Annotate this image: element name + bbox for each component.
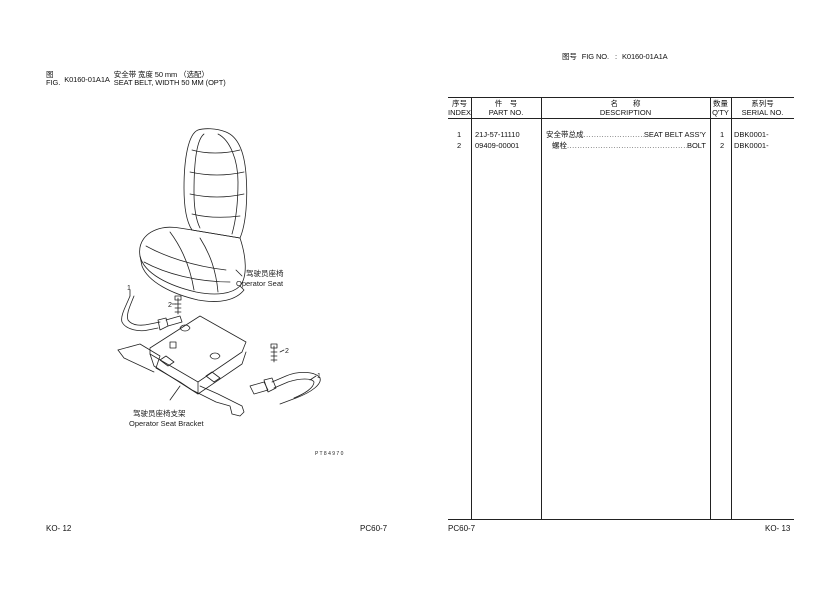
figure-title-cn: 安全带 宽度 50 mm （选配）: [113, 70, 209, 79]
row-serial-no: DBK0001-: [734, 130, 769, 139]
table-bottom-rule: [448, 519, 794, 520]
column-divider: [541, 97, 542, 520]
right-page-number: KO- 13: [765, 524, 791, 533]
figure-title-en: SEAT BELT, WIDTH 50 MM (OPT): [113, 78, 226, 87]
fig-no-code: K0160-01A1A: [621, 52, 668, 61]
operator-seat-illustration: [139, 128, 248, 302]
seat-belt-exploded-drawing: 驾驶员座椅 Operator Seat 1 2 2 1 驾驶员座椅支架 Oper…: [117, 128, 344, 457]
row-part-no: 09409-00001: [475, 141, 520, 150]
row-part-no: 21J-57-11110: [475, 130, 520, 139]
figure-header: 图 FIG. K0160-01A1A 安全带 宽度 50 mm （选配） SEA…: [46, 71, 226, 87]
drawing-code: P T 8 4 9 7 0: [315, 451, 344, 457]
fig-label-cn: 图: [46, 70, 54, 79]
callout-item-2-top: 2: [168, 302, 172, 309]
bolt-right: [270, 343, 278, 363]
table-header-rule: [448, 118, 794, 119]
table-top-rule: [448, 97, 794, 98]
fig-no-label-en: FIG NO.: [581, 52, 610, 61]
operator-seat-label-en: Operator Seat: [236, 279, 284, 288]
column-divider: [471, 97, 472, 520]
callout-item-2-right: 2: [285, 348, 289, 355]
row-description: 安全带总成 ..................................…: [546, 130, 706, 139]
row-qty: 2: [720, 141, 725, 150]
column-divider: [731, 97, 732, 520]
bolt-top: [174, 295, 182, 315]
seat-bracket-label-cn: 驾驶员座椅支架: [133, 408, 186, 418]
callout-item-1-left: 1: [127, 285, 131, 292]
operator-seat-bracket-illustration: [117, 315, 247, 417]
fig-label-en: FIG.: [46, 78, 61, 87]
seat-bracket-label-en: Operator Seat Bracket: [129, 419, 205, 428]
left-model-name: PC60-7: [360, 524, 388, 533]
row-description: 螺栓 .....................................…: [552, 141, 706, 150]
fig-no-separator: :: [615, 52, 617, 61]
figure-code: K0160-01A1A: [64, 75, 110, 84]
column-divider: [710, 97, 711, 520]
figure-number-header: 图号 FIG NO. : K0160-01A1A: [562, 51, 668, 62]
seat-belt-strap-right: [249, 372, 321, 405]
row-index: 2: [457, 141, 462, 150]
row-serial-no: DBK0001-: [734, 141, 769, 150]
seat-belt-strap-left: [121, 295, 183, 332]
fig-no-label-cn: 图号: [562, 52, 577, 61]
right-model-name: PC60-7: [448, 524, 476, 533]
callout-item-1-right: 1: [317, 373, 321, 380]
row-index: 1: [457, 130, 462, 139]
row-qty: 1: [720, 130, 725, 139]
operator-seat-label-cn: 驾驶员座椅: [246, 268, 284, 278]
left-page-number: KO- 12: [46, 524, 72, 533]
